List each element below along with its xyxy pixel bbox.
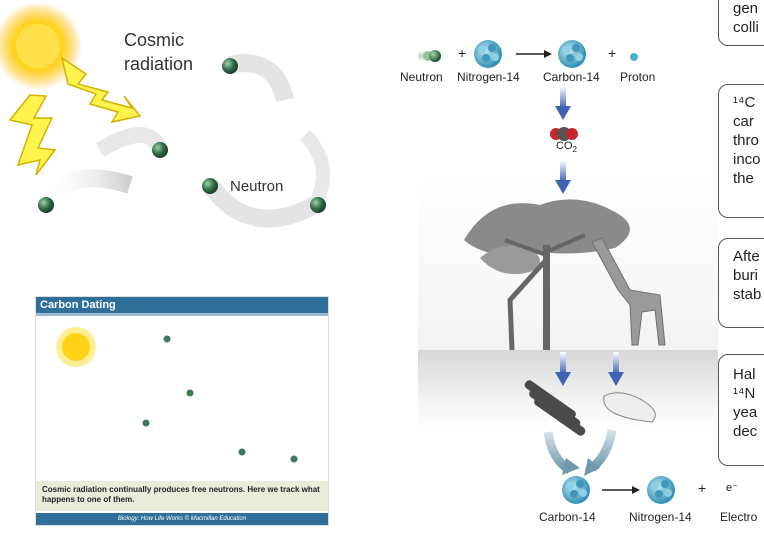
neutron-trail (299, 130, 330, 209)
co2-molecule-icon (550, 127, 578, 141)
proton-icon (630, 53, 638, 61)
neutron-trail (202, 179, 320, 228)
nitrogen-14-label: Nitrogen-14 (457, 70, 520, 84)
neutron-particle (38, 197, 54, 213)
carbon-cycle-diagram (418, 40, 675, 504)
radiation-bolt-icon (60, 56, 142, 124)
info-box-half-life: Hal ¹⁴N yea dec (718, 354, 764, 466)
cosmic-radiation-label: Cosmic radiation (124, 28, 193, 76)
neutron-trail (32, 169, 133, 211)
info-box-neutron-generation: gen colli (718, 0, 764, 46)
card-caption: Cosmic radiation continually produces fr… (36, 481, 328, 511)
nitrogen-14-label: Nitrogen-14 (629, 510, 692, 524)
neutron-particle (418, 50, 441, 62)
card-header: Carbon Dating (36, 297, 328, 313)
cosmic-label-line1: Cosmic (124, 30, 185, 50)
co2-subscript: 2 (572, 145, 577, 155)
neutron-label: Neutron (230, 178, 284, 195)
card-scene (56, 327, 298, 463)
electron-symbol: e⁻ (726, 482, 738, 494)
carbon-14-label: Carbon-14 (539, 510, 596, 524)
info-box-line: stab (733, 286, 762, 303)
giraffe-illustration (591, 237, 666, 346)
proton-label: Proton (620, 70, 656, 84)
info-box-line: car (733, 113, 754, 130)
neutron-particle (290, 455, 298, 463)
info-box-line: gen (733, 0, 759, 17)
info-box-line: yea (733, 404, 758, 421)
radiation-bolt-icon (8, 94, 57, 176)
plus-sign: + (458, 45, 467, 61)
co2-label: CO2 (556, 140, 577, 154)
card-footer: Biology: How Life Works © Macmillan Educ… (36, 513, 328, 525)
card-caption-line1: Cosmic radiation continually produces fr… (42, 485, 320, 494)
carbon-14-label: Carbon-14 (543, 70, 600, 84)
carbon-dating-card: Carbon Dating Cosmic radiation continual… (35, 296, 329, 526)
info-box-line: ¹⁴N (733, 385, 756, 402)
card-stripe (36, 313, 328, 316)
carbon-14-atom-icon (562, 476, 590, 504)
cosmic-radiation-illustration (0, 2, 330, 228)
info-box-carbon-uptake: ¹⁴C car thro inco the (718, 84, 764, 218)
neutron-particle (142, 419, 150, 427)
neutron-particle (163, 335, 171, 343)
cosmic-label-line2: radiation (124, 54, 194, 74)
neutron-particle (310, 197, 326, 213)
info-box-line: buri (733, 267, 759, 284)
neutron-particle (222, 58, 238, 74)
plus-sign: + (608, 45, 617, 61)
info-box-line: thro (733, 132, 759, 149)
neutron-trail (228, 54, 294, 103)
info-box-line: Afte (733, 248, 760, 265)
info-box-line: the (733, 170, 754, 187)
co2-text: CO (556, 140, 573, 152)
nitrogen-14-atom-icon (474, 40, 502, 68)
card-caption-line2: happens to one of them. (42, 495, 135, 504)
plus-sign: + (698, 480, 707, 496)
carbon-14-atom-icon (558, 40, 586, 68)
buried-logs-illustration (524, 380, 586, 436)
neutron-trail (95, 127, 168, 157)
nitrogen-14-atom-icon (647, 476, 675, 504)
neutron-particle (152, 142, 168, 158)
info-box-line: dec (733, 423, 758, 440)
info-box-line: ¹⁴C (733, 94, 756, 111)
neutron-particle (238, 448, 246, 456)
info-box-line: Hal (733, 366, 756, 383)
neutron-particle (186, 389, 194, 397)
giraffe-skull-illustration (603, 392, 656, 423)
neutron-particle (202, 178, 218, 194)
info-box-line: colli (733, 19, 759, 36)
acacia-tree-illustration (464, 199, 630, 351)
info-box-burial: Afte buri stab (718, 238, 764, 328)
info-box-line: inco (733, 151, 761, 168)
sun-icon (56, 327, 96, 367)
neutron-reactant-label: Neutron (400, 70, 443, 84)
sun-icon (0, 2, 82, 90)
electron-label: Electro (720, 510, 758, 524)
